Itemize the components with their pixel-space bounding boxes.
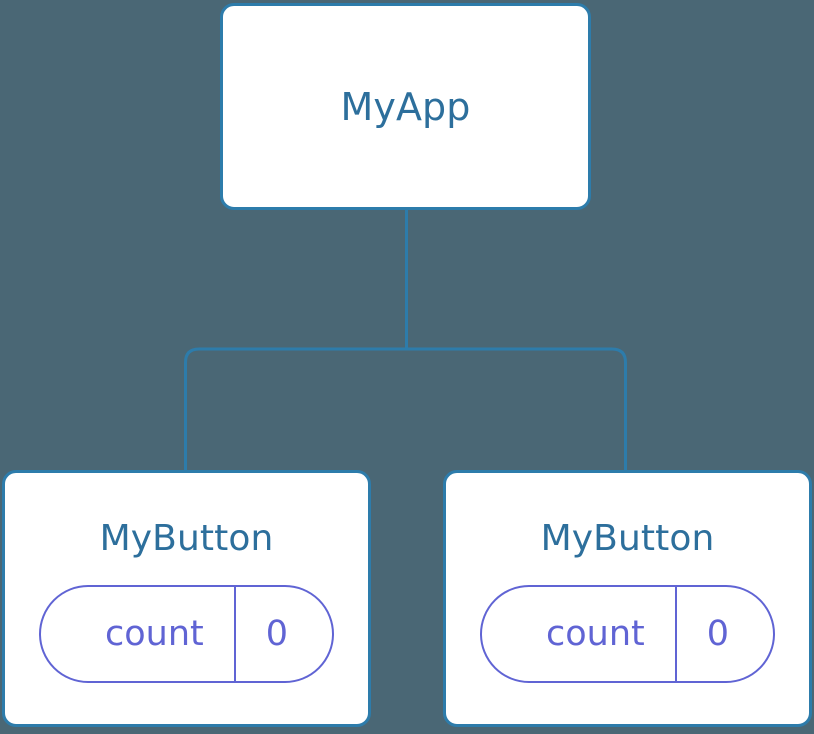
node-mybutton-2[interactable]: MyButton count 0 (443, 470, 812, 727)
node-myapp[interactable]: MyApp (220, 3, 591, 210)
state-value-label-2: 0 (706, 613, 730, 654)
edge-root-to-child-right (406, 347, 627, 470)
edge-root-to-child-left (184, 347, 407, 470)
state-pill-divider-2 (674, 587, 677, 681)
node-mybutton-1-label: MyButton (99, 518, 274, 559)
state-pill-count-2[interactable]: count 0 (479, 585, 776, 683)
state-key-label-1: count (104, 613, 204, 654)
node-mybutton-1[interactable]: MyButton count 0 (2, 470, 371, 727)
node-mybutton-2-label: MyButton (540, 518, 715, 559)
state-key-label-2: count (545, 613, 645, 654)
node-myapp-label: MyApp (340, 84, 471, 129)
state-pill-count-1[interactable]: count 0 (38, 585, 335, 683)
state-value-label-1: 0 (265, 613, 289, 654)
state-pill-divider-1 (233, 587, 236, 681)
